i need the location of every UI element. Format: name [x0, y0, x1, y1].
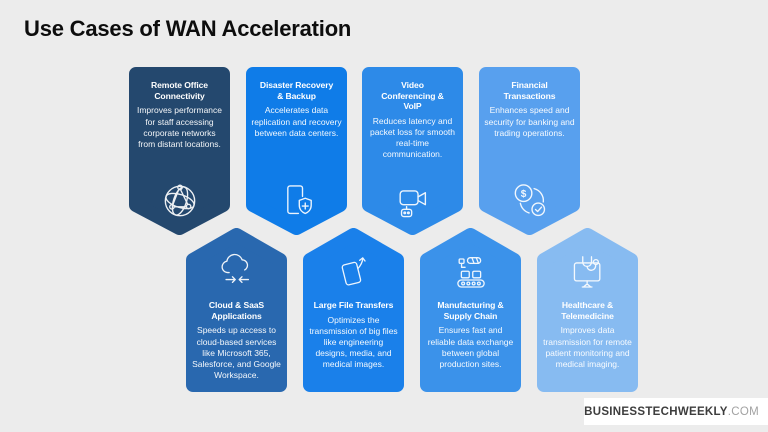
globe-network-icon — [158, 179, 202, 223]
card-healthcare-telemedicine: Healthcare & Telemedicine Improves data … — [537, 228, 638, 392]
card-title: Cloud & SaaS Applications — [208, 300, 265, 321]
card-shape-up-arrow — [186, 228, 287, 392]
brand-tld: .COM — [727, 405, 759, 418]
brand-logo: BUSINESSTECHWEEKLY.COM — [584, 398, 768, 425]
card-shape-up-arrow — [537, 228, 638, 392]
card-description: Improves performance for staff accessing… — [136, 105, 223, 149]
card-manufacturing-supply-chain: Manufacturing & Supply Chain Ensures fas… — [420, 228, 521, 392]
card-description: Improves data transmission for remote pa… — [543, 325, 632, 369]
card-shape-down-arrow — [479, 67, 580, 235]
card-description: Reduces latency and packet loss for smoo… — [369, 116, 456, 160]
page-title: Use Cases of WAN Acceleration — [24, 16, 352, 41]
card-title: Financial Transactions — [503, 80, 556, 101]
card-description: Accelerates data replication and recover… — [251, 105, 342, 138]
coin-check-icon: $ — [508, 179, 552, 223]
card-title: Disaster Recovery & Backup — [259, 80, 334, 101]
card-shape-down-arrow — [129, 67, 230, 235]
card-shape-up-arrow — [420, 228, 521, 392]
cloud-sync-icon — [216, 252, 258, 294]
card-title: Healthcare & Telemedicine — [561, 300, 614, 321]
card-title: Remote Office Connectivity — [151, 80, 208, 101]
card-financial-transactions: Financial Transactions Enhances speed an… — [479, 67, 580, 235]
card-title: Video Conferencing & VoIP — [381, 80, 444, 112]
card-description: Optimizes the transmission of big files … — [309, 314, 398, 369]
card-video-conferencing-voip: Video Conferencing & VoIP Reduces latenc… — [362, 67, 463, 235]
video-camera-icon — [391, 179, 435, 223]
card-shape-down-arrow — [362, 67, 463, 235]
card-large-file-transfers: Large File Transfers Optimizes the trans… — [303, 228, 404, 392]
card-description: Speeds up access to cloud-based services… — [192, 325, 281, 380]
card-title: Manufacturing & Supply Chain — [437, 300, 504, 321]
document-shield-icon — [275, 179, 319, 223]
card-shape-up-arrow — [303, 228, 404, 392]
card-remote-office-connectivity: Remote Office Connectivity Improves perf… — [129, 67, 230, 235]
svg-text:$: $ — [520, 189, 526, 200]
monitor-stethoscope-icon — [567, 252, 609, 294]
card-title: Large File Transfers — [313, 300, 394, 310]
card-shape-down-arrow — [246, 67, 347, 235]
card-description: Ensures fast and reliable data exchange … — [427, 325, 514, 369]
file-upload-icon — [333, 252, 375, 294]
conveyor-belt-icon — [450, 252, 492, 294]
brand-name: BUSINESSTECHWEEKLY — [584, 405, 728, 418]
card-disaster-recovery-backup: Disaster Recovery & Backup Accelerates d… — [246, 67, 347, 235]
card-description: Enhances speed and security for banking … — [484, 105, 575, 138]
card-cloud-saas-applications: Cloud & SaaS Applications Speeds up acce… — [186, 228, 287, 392]
